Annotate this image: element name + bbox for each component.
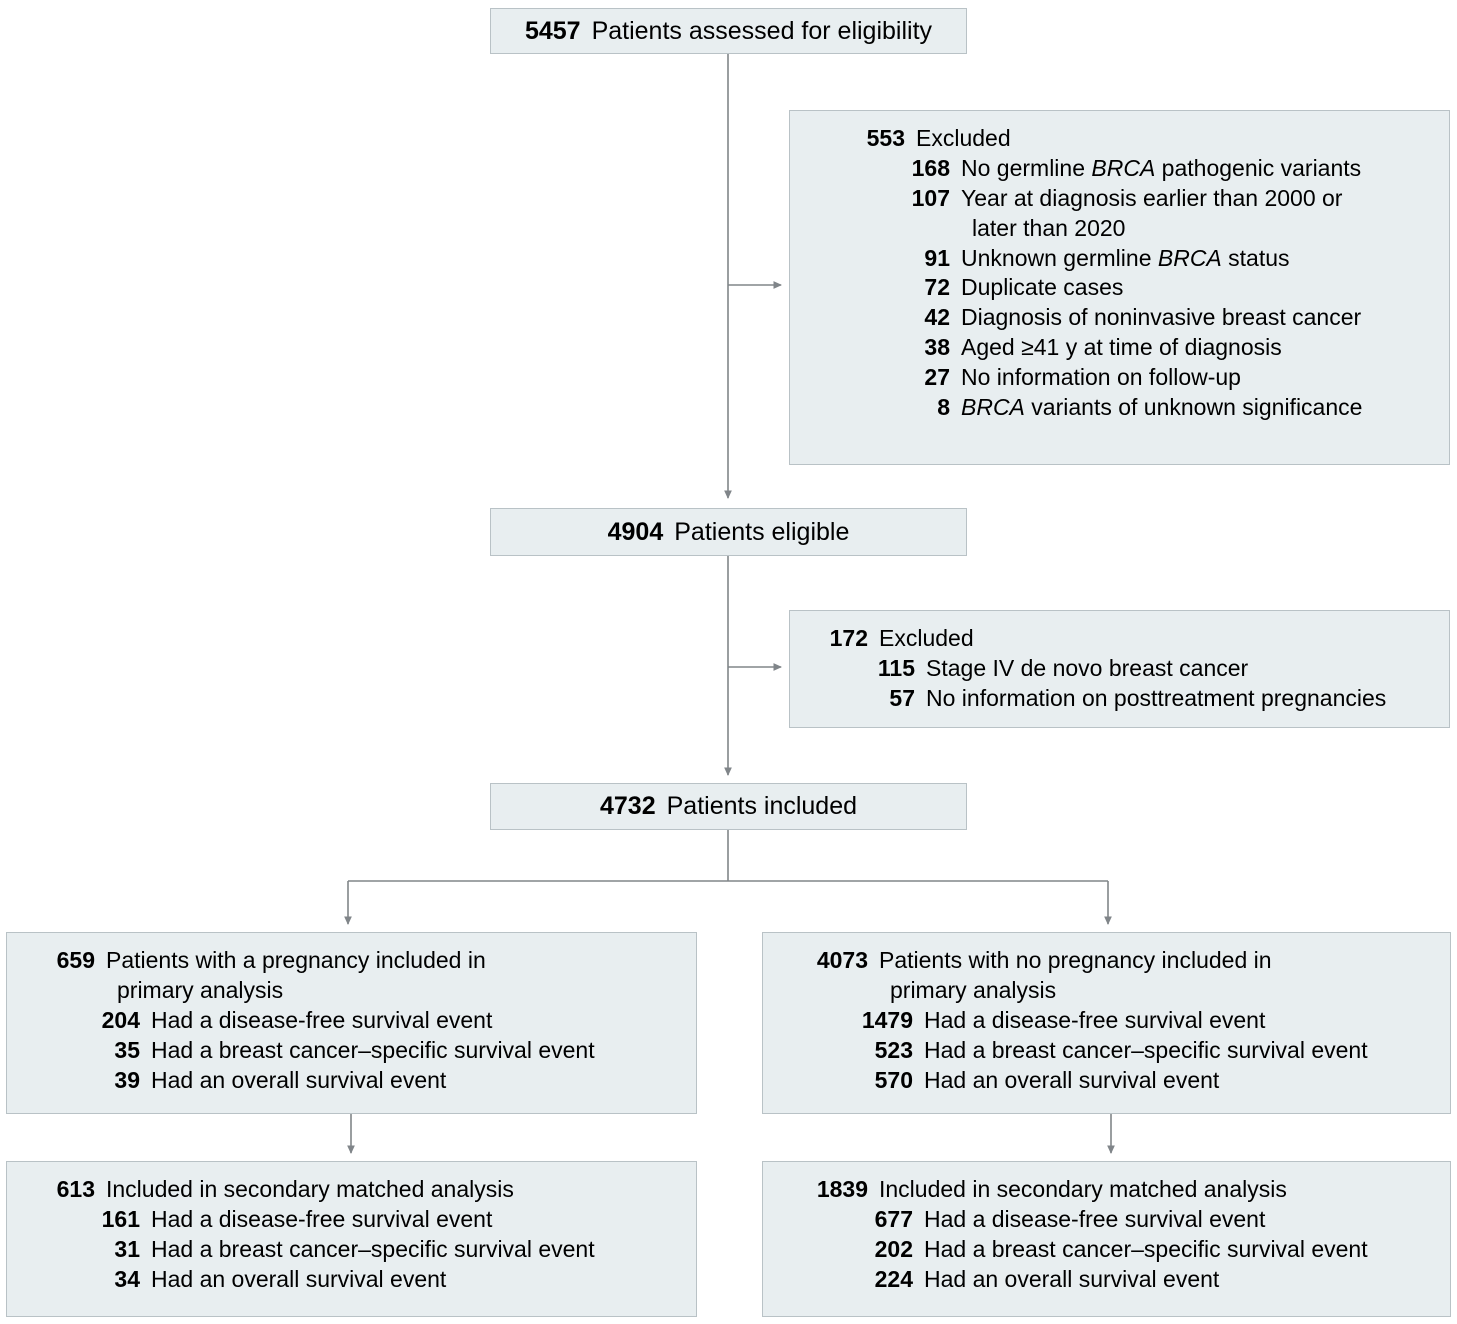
no-pregnancy-primary-item: 523 Had a breast cancer–specific surviva… [874,1036,1368,1063]
eligible-count: 4904 [607,517,664,546]
pregnancy-secondary-item: 31 Had a breast cancer–specific survival… [114,1235,595,1262]
pregnancy-secondary-item: 34 Had an overall survival event [114,1265,447,1292]
node-pregnancy-primary: 659 Patients with a pregnancy included i… [6,932,697,1114]
excluded-first-item: 91 Unknown germline BRCA status [924,244,1290,271]
assessed-label: Patients assessed for eligibility [591,16,933,45]
excluded-first-label: Excluded [916,125,1011,151]
no-pregnancy-secondary-count: 1839 [816,1176,868,1202]
excluded-first-item: 27 No information on follow-up [924,364,1241,391]
pregnancy-primary-item: 39 Had an overall survival event [114,1066,447,1093]
excluded-first-item: 8 BRCA variants of unknown significance [937,394,1363,421]
pregnancy-primary-item: 204 Had a disease-free survival event [101,1006,493,1033]
no-pregnancy-secondary-item: 202 Had a breast cancer–specific surviva… [874,1235,1368,1262]
pregnancy-secondary-label: Included in secondary matched analysis [106,1176,514,1202]
included-label: Patients included [666,792,858,820]
no-pregnancy-primary-label-continuation: primary analysis [890,976,1057,1003]
no-pregnancy-primary-item: 1479 Had a disease-free survival event [861,1006,1266,1033]
pregnancy-primary-label-continuation: primary analysis [117,976,284,1003]
node-patients-eligible: 4904 Patients eligible [490,508,967,556]
no-pregnancy-secondary-header: 1839 Included in secondary matched analy… [763,1175,1436,1205]
no-pregnancy-secondary-label: Included in secondary matched analysis [879,1176,1287,1202]
pregnancy-primary-item: 35 Had a breast cancer–specific survival… [114,1036,595,1063]
excluded-second-label: Excluded [879,625,974,651]
node-excluded-second: 172 Excluded 115 Stage IV de novo breast… [789,610,1450,728]
node-no-pregnancy-primary: 4073 Patients with no pregnancy included… [762,932,1451,1114]
node-excluded-first: 553 Excluded 168 No germline BRCA pathog… [789,110,1450,465]
node-patients-assessed: 5457 Patients assessed for eligibility [490,8,967,54]
pregnancy-secondary-header: 613 Included in secondary matched analys… [7,1175,682,1205]
node-no-pregnancy-secondary: 1839 Included in secondary matched analy… [762,1161,1451,1317]
no-pregnancy-primary-count: 4073 [816,947,868,973]
excluded-first-item: 42 Diagnosis of noninvasive breast cance… [924,304,1362,331]
excluded-first-item: 72 Duplicate cases [924,274,1124,301]
excluded-second-item: 57 No information on posttreatment pregn… [889,684,1387,711]
no-pregnancy-primary-header: 4073 Patients with no pregnancy included… [763,946,1436,976]
excluded-first-item: 168 No germline BRCA pathogenic variants [911,154,1362,181]
no-pregnancy-primary-item: 570 Had an overall survival event [874,1066,1220,1093]
excluded-first-item: 38 Aged ≥41 y at time of diagnosis [924,334,1282,361]
pregnancy-secondary-count: 613 [56,1176,95,1202]
pregnancy-secondary-item: 161 Had a disease-free survival event [101,1205,493,1232]
pregnancy-primary-label: Patients with a pregnancy included in [106,947,486,973]
node-patients-included: 4732 Patients included [490,783,967,830]
pregnancy-primary-header: 659 Patients with a pregnancy included i… [7,946,682,976]
excluded-second-count: 172 [829,625,868,651]
no-pregnancy-primary-label: Patients with no pregnancy included in [879,947,1272,973]
no-pregnancy-secondary-item: 224 Had an overall survival event [874,1265,1220,1292]
no-pregnancy-secondary-item: 677 Had a disease-free survival event [874,1205,1266,1232]
excluded-first-header: 553 Excluded [790,124,1435,154]
eligible-label: Patients eligible [674,517,850,546]
node-pregnancy-secondary: 613 Included in secondary matched analys… [6,1161,697,1317]
excluded-first-item-continuation: later than 2020 [972,214,1126,241]
included-count: 4732 [599,792,656,820]
pregnancy-primary-count: 659 [56,947,95,973]
excluded-first-count: 553 [866,125,905,151]
excluded-second-item: 115 Stage IV de novo breast cancer [877,654,1249,681]
assessed-count: 5457 [524,16,581,45]
excluded-first-item: 107 Year at diagnosis earlier than 2000 … [911,184,1343,211]
excluded-second-header: 172 Excluded [790,624,1435,654]
